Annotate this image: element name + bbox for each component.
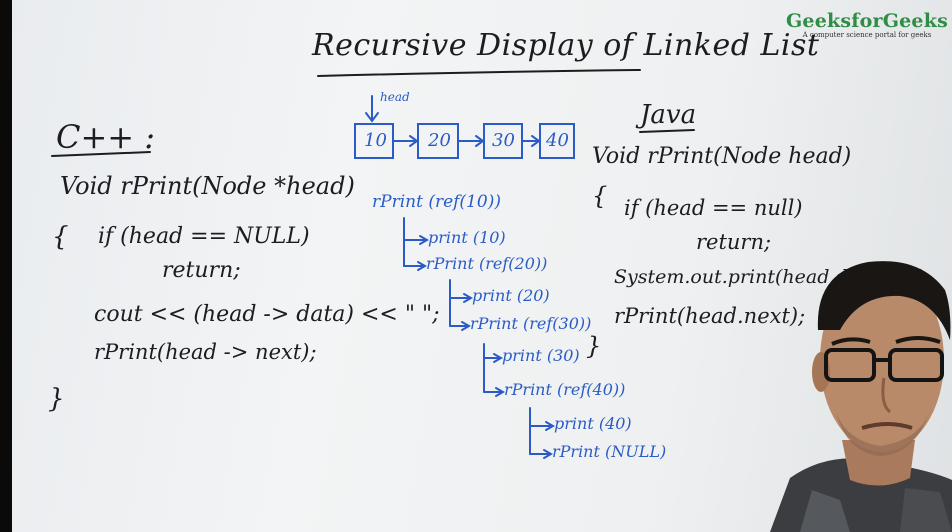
cpp-line-4: return; [162,258,241,283]
cpp-line-1: Void rPrint(Node *head) [60,172,355,200]
trace-line-7: rPrint (ref(40)) [504,380,626,399]
java-line-4: return; [696,230,772,254]
trace-line-6: print (30) [502,346,580,365]
trace-line-3: rPrint (ref(20)) [426,254,548,273]
java-heading: Java [640,100,697,130]
cpp-line-2: { [52,222,69,252]
cpp-line-6: rPrint(head -> next); [94,340,317,364]
list-node-2: 20 [428,130,451,151]
list-node-4: 40 [546,130,569,151]
trace-line-2: print (10) [428,228,506,247]
list-node-3: 30 [492,130,515,151]
cpp-heading: C++ : [56,118,156,156]
java-line-7: } [586,332,602,360]
java-line-3: if (head == null) [624,196,803,220]
java-line-6: rPrint(head.next); [614,304,806,328]
cpp-line-7: } [48,384,65,414]
java-line-1: Void rPrint(Node head) [592,144,852,169]
logo-brand: GeeksforGeeks [786,10,948,32]
geeksforgeeks-logo: GeeksforGeeks A computer science portal … [786,10,948,39]
java-line-2: { [592,182,608,210]
trace-line-8: print (40) [554,414,632,433]
trace-line-9: rPrint (NULL) [552,442,667,461]
cpp-line-5: cout << (head -> data) << " "; [94,302,440,327]
board-title: Recursive Display of Linked List [312,28,820,63]
trace-line-4: print (20) [472,286,550,305]
logo-tagline: A computer science portal for geeks [802,31,932,39]
trace-line-5: rPrint (ref(30)) [470,314,592,333]
cpp-line-3: if (head == NULL) [98,224,310,249]
trace-line-1: rPrint (ref(10)) [372,192,501,212]
head-label: head [380,90,410,104]
list-node-1: 10 [364,130,387,151]
whiteboard [12,0,952,532]
